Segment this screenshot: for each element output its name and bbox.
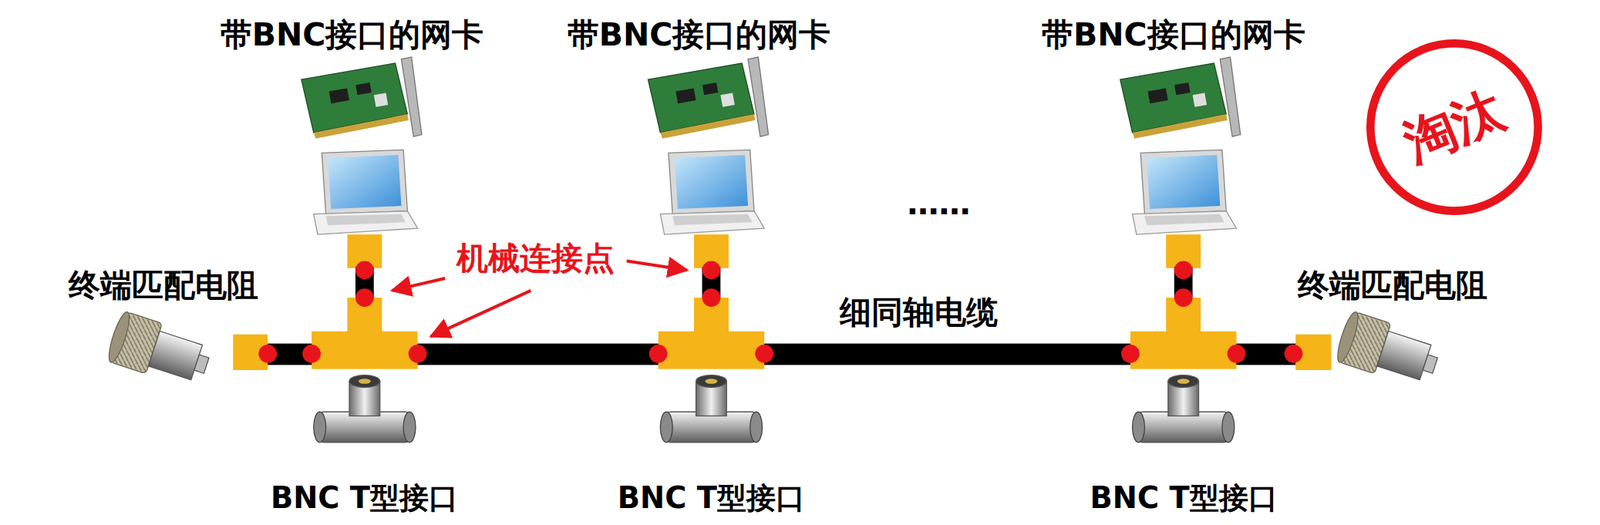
station <box>301 57 428 443</box>
cable-end <box>258 344 277 364</box>
terminator-label: 终端匹配电阻 <box>1297 267 1488 304</box>
stamp-ring <box>1370 43 1538 212</box>
nic-label: 带BNC接口的网卡 <box>567 17 832 54</box>
terminator-photo <box>1333 309 1444 391</box>
ellipsis: …… <box>906 185 971 223</box>
stamp-circle: 淘汰 <box>1365 38 1543 216</box>
connector-label: BNC T型接口 <box>270 481 459 516</box>
terminator-label: 终端匹配电阻 <box>68 267 259 304</box>
terminator-photo <box>104 309 215 391</box>
station <box>647 57 774 443</box>
station <box>1120 57 1247 443</box>
nic-label: 带BNC接口的网卡 <box>220 17 485 54</box>
cable-label: 细同轴电缆 <box>839 295 998 332</box>
callout-label: 机械连接点 <box>456 241 615 278</box>
connector-label: BNC T型接口 <box>1090 481 1278 516</box>
callout-arrow <box>626 261 688 271</box>
nic-label: 带BNC接口的网卡 <box>1041 17 1306 54</box>
connector-label: BNC T型接口 <box>617 481 806 516</box>
callout-arrow <box>431 290 532 337</box>
callout-arrow <box>392 278 446 291</box>
cable-end <box>1284 344 1304 364</box>
